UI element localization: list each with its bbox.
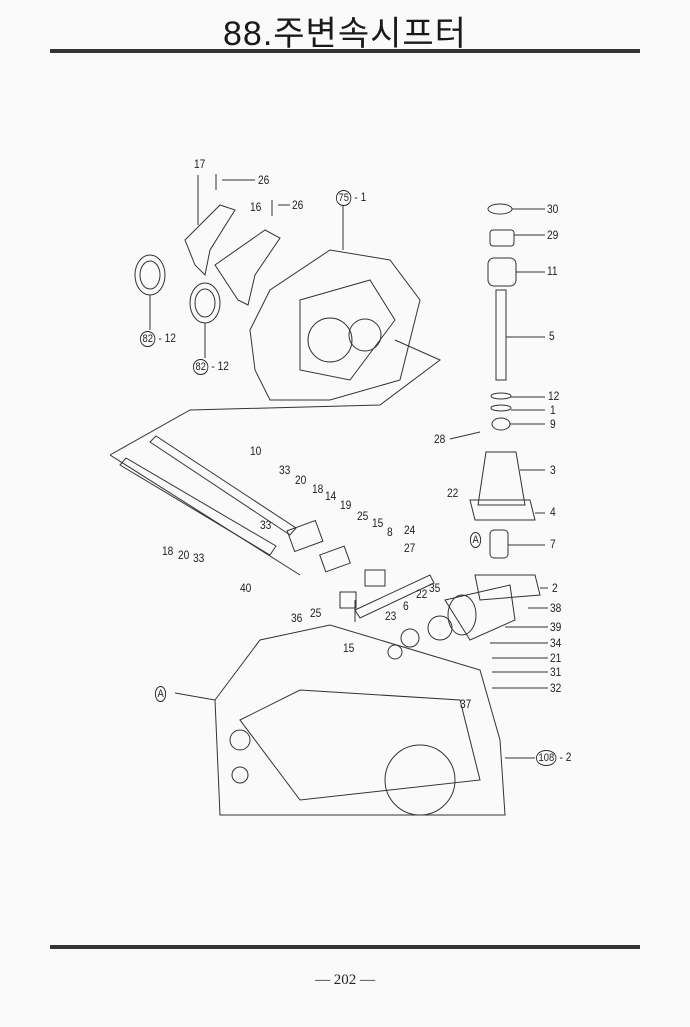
callout: 27 [404, 541, 416, 555]
callout: 36 [291, 611, 303, 625]
ref-circle: A [155, 686, 167, 702]
callout: 3 [550, 463, 556, 477]
callout: 18 [162, 544, 174, 558]
callout: 21 [550, 651, 562, 665]
callout-ref: 108 - 2 [536, 750, 571, 766]
callout-ref: 75 - 1 [336, 190, 366, 206]
callout: 18 [312, 482, 324, 496]
cover-3 [477, 451, 526, 506]
callout: 29 [547, 228, 559, 242]
callout: 2 [552, 581, 558, 595]
ref-circle: 75 [336, 190, 352, 206]
callout: 33 [260, 518, 272, 532]
callout: 7 [550, 537, 556, 551]
callout: 20 [295, 473, 307, 487]
callout: 16 [250, 200, 262, 214]
callout: 30 [547, 202, 559, 216]
callout: 24 [404, 523, 416, 537]
callout: 11 [547, 264, 558, 278]
callout-ref: 82 - 12 [193, 359, 229, 375]
callout: 14 [325, 489, 337, 503]
callout: 40 [240, 581, 252, 595]
callout: 23 [385, 609, 397, 623]
callout: 12 [548, 389, 560, 403]
callout: 26 [258, 173, 270, 187]
callout: 1 [550, 403, 556, 417]
callout: 15 [372, 516, 384, 530]
callout: 15 [343, 641, 355, 655]
callout: 33 [279, 463, 291, 477]
callout: 38 [550, 601, 562, 615]
callout: 5 [549, 329, 555, 343]
callout: 10 [250, 444, 262, 458]
callout: 34 [550, 636, 562, 650]
callout: 35 [429, 581, 441, 595]
callout-ref: A [155, 686, 167, 702]
callout: 22 [416, 587, 428, 601]
callout: 22 [447, 486, 459, 500]
ref-circle: 108 [536, 750, 557, 766]
callout-ref: A [470, 532, 482, 548]
callout: - 12 [158, 331, 176, 345]
callout: 4 [550, 505, 556, 519]
callout: 31 [550, 665, 562, 679]
callout: 37 [460, 697, 472, 711]
callout: 6 [403, 599, 409, 613]
transmission-case [214, 624, 506, 816]
callout: 39 [550, 620, 562, 634]
page-title: 88.주변속시프터 [223, 15, 467, 53]
callout: 9 [550, 417, 556, 431]
bottom-divider [50, 945, 640, 949]
top-divider [50, 49, 640, 53]
leader-lines [174, 179, 548, 759]
callout: 26 [292, 198, 304, 212]
shaft-8 [354, 574, 435, 619]
shift-fork-16 [214, 229, 281, 306]
callout: - 1 [354, 190, 367, 204]
shaft-5 [495, 289, 507, 381]
ref-circle: 82 [193, 359, 209, 375]
front-housing [249, 249, 421, 401]
shift-fork-17 [184, 204, 236, 277]
callout: 20 [178, 548, 190, 562]
callout: - 2 [559, 750, 572, 764]
callout: 28 [434, 432, 446, 446]
callout: 33 [193, 551, 205, 565]
callout: 17 [194, 157, 206, 171]
callout: 25 [357, 509, 369, 523]
callout: - 12 [211, 359, 229, 373]
case-2 [474, 574, 541, 601]
page-number: — 202 — [315, 972, 375, 988]
shift-rod-40 [119, 457, 277, 556]
callout-ref: 82 - 12 [140, 331, 176, 347]
callout: 19 [340, 498, 352, 512]
ref-circle: 82 [140, 331, 156, 347]
callout: 32 [550, 681, 562, 695]
callout: 8 [387, 525, 393, 539]
callout: 25 [310, 606, 322, 620]
ref-circle: A [470, 532, 482, 548]
